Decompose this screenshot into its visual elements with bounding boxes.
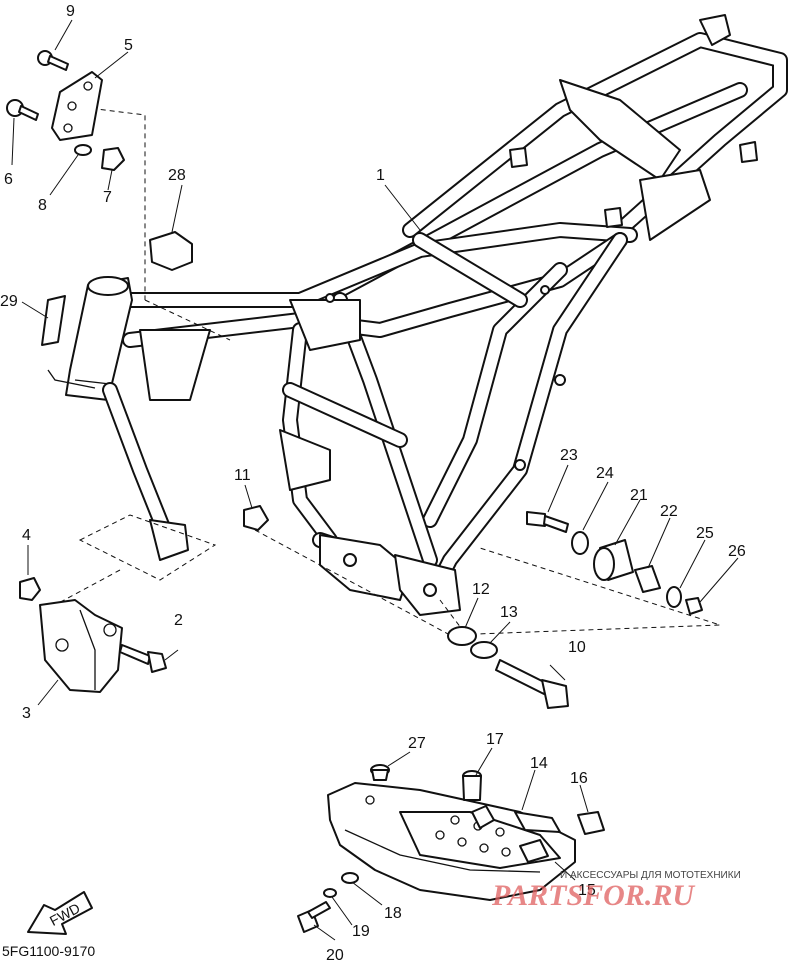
washer-part-24 (571, 531, 589, 555)
main-frame (47, 14, 788, 616)
callout-27: 27 (408, 735, 426, 752)
nut-part-4 (19, 577, 41, 601)
collar-part-22 (634, 565, 661, 593)
plate-part-5 (51, 71, 103, 141)
washer-part-8 (74, 144, 92, 156)
callout-15: 15 (578, 882, 596, 899)
bolt-part-2 (119, 644, 167, 673)
bolt-part-20 (297, 901, 331, 933)
callout-25: 25 (696, 525, 714, 542)
nut-part-7 (101, 147, 125, 171)
damper-part-27 (370, 764, 390, 781)
reference-lines (54, 104, 721, 641)
callout-numbers: 1 2 3 4 5 6 7 8 9 10 11 12 13 14 15 16 1… (0, 3, 746, 962)
clip-part-16 (577, 811, 605, 835)
washer-part-19 (323, 888, 337, 898)
callout-18: 18 (384, 905, 402, 922)
callout-14: 14 (530, 755, 548, 772)
bolt-part-10 (495, 659, 569, 709)
collar-part-17 (462, 770, 482, 801)
washer-part-12 (447, 626, 477, 646)
callout-10: 10 (568, 639, 586, 656)
callout-3: 3 (22, 705, 31, 722)
bolt-part-23 (526, 511, 569, 533)
callout-19: 19 (352, 923, 370, 940)
callout-23: 23 (560, 447, 578, 464)
damper-part-29 (41, 295, 66, 346)
bracket-part-3 (39, 599, 123, 693)
callout-13: 13 (500, 604, 518, 621)
callout-4: 4 (22, 527, 31, 544)
callout-28: 28 (168, 167, 186, 184)
callout-11: 11 (234, 467, 251, 484)
callout-8: 8 (38, 197, 47, 214)
callout-5: 5 (124, 37, 133, 54)
callout-22: 22 (660, 503, 678, 520)
washer-part-18 (341, 872, 359, 884)
skid-plate-part-14 (327, 782, 576, 901)
washer-part-13 (470, 641, 498, 659)
callout-9: 9 (66, 3, 75, 20)
bolt-part-6 (6, 99, 39, 121)
bolt-part-9 (37, 50, 69, 71)
washer-part-25 (666, 586, 682, 608)
nut-part-26 (685, 597, 703, 615)
callout-20: 20 (326, 947, 344, 962)
callout-6: 6 (4, 171, 13, 188)
cover-part-28 (149, 231, 193, 271)
callout-21: 21 (630, 487, 648, 504)
callout-17: 17 (486, 731, 504, 748)
callout-7: 7 (103, 189, 112, 206)
watermark-logo: PARTSFOR.RU (491, 879, 695, 912)
nut-part-11 (243, 505, 269, 531)
bushing-part-21 (593, 539, 634, 581)
leader-lines (11, 19, 739, 941)
callout-26: 26 (728, 543, 746, 560)
callout-12: 12 (472, 581, 490, 598)
callout-29: 29 (0, 293, 18, 310)
callout-24: 24 (596, 465, 614, 482)
callout-1: 1 (376, 167, 385, 184)
callout-16: 16 (570, 770, 588, 787)
fwd-arrow-icon: FWD (27, 891, 93, 935)
diagram-code: 5FG1100-9170 (2, 943, 95, 959)
watermark-caption: И АКСЕССУАРЫ ДЛЯ МОТОТЕХНИКИ (560, 870, 741, 881)
callout-2: 2 (174, 612, 183, 629)
